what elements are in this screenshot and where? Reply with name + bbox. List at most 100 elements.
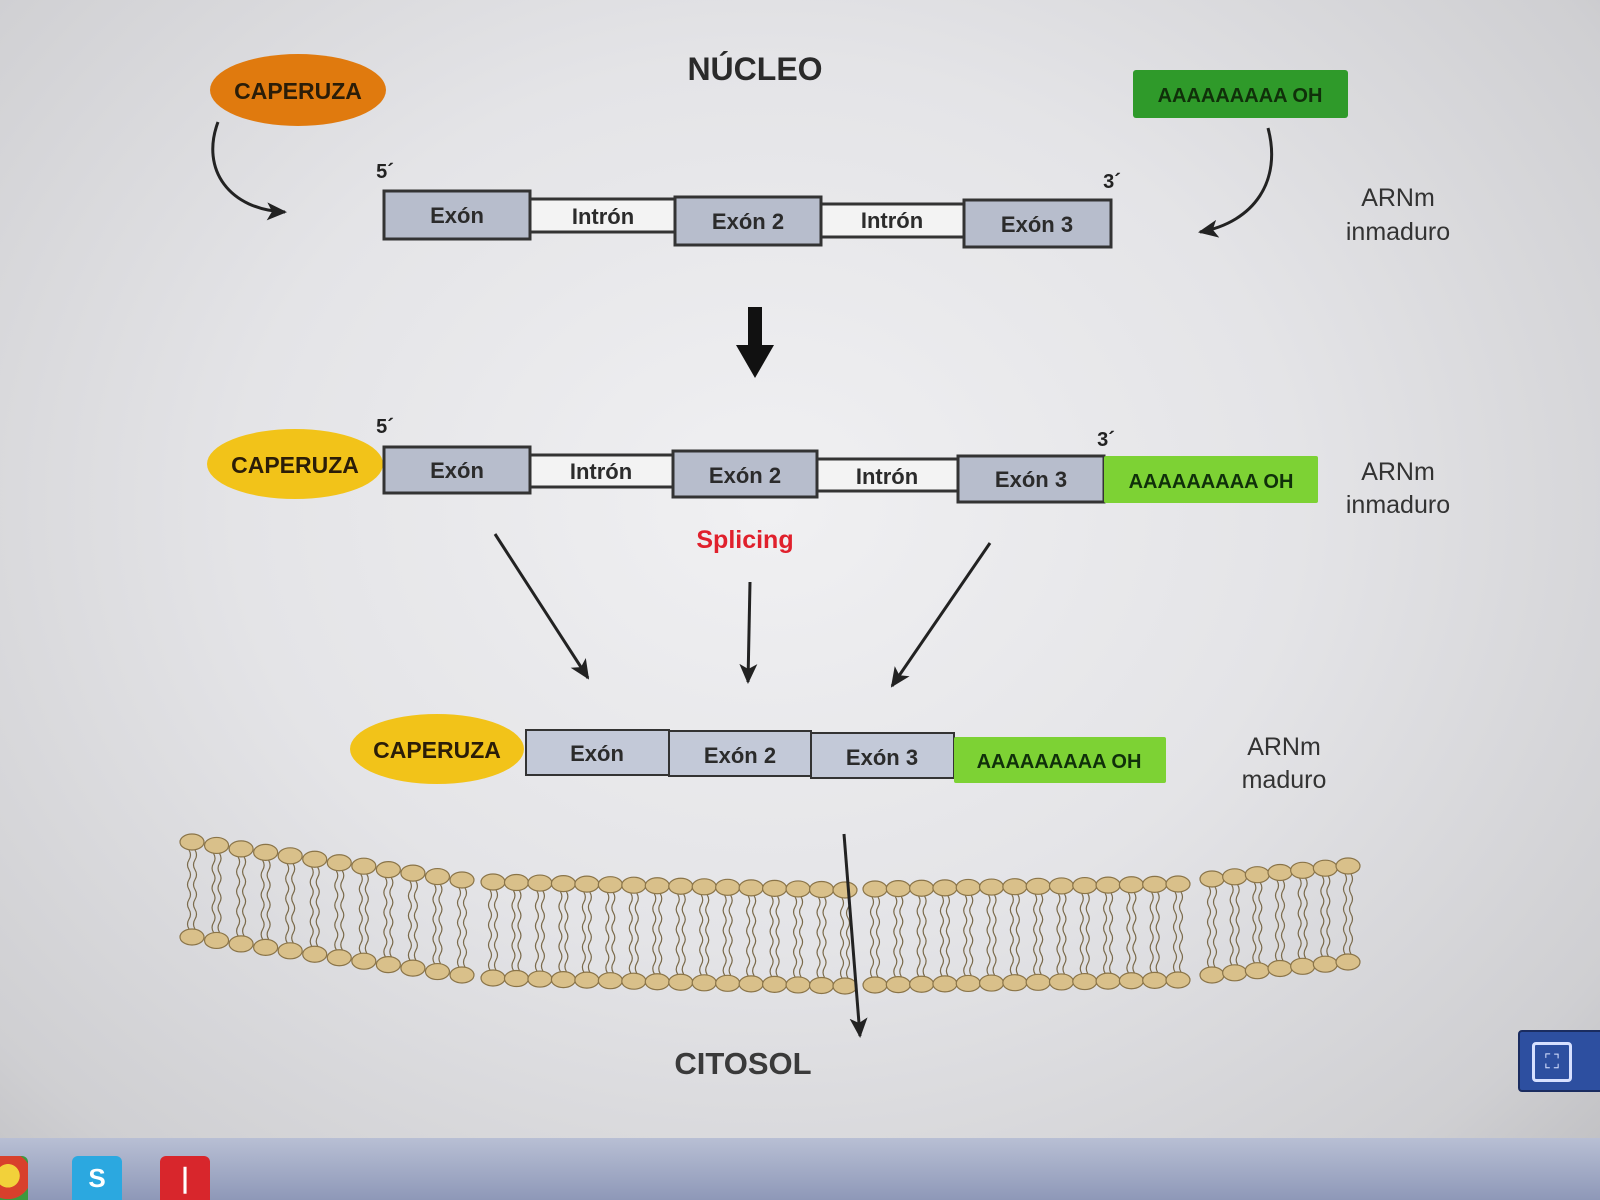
lipid-head (1118, 876, 1144, 894)
lipid-head (862, 976, 888, 994)
lipid-head (1142, 971, 1168, 989)
splice-arrow-left (493, 533, 590, 680)
cap-label-stage1: CAPERUZA (234, 78, 362, 104)
polya-label-stage3: AAAAAAAAA OH (977, 751, 1142, 773)
lipid-head (400, 959, 426, 977)
three-prime-stage2: 3´ (1097, 429, 1115, 451)
splicing-label: Splicing (696, 526, 793, 554)
exon2-label-stage3: Exón 2 (704, 743, 776, 768)
lipid-head (203, 931, 230, 950)
polya-label-stage1: AAAAAAAAA OH (1158, 85, 1323, 107)
lipid-head (885, 880, 911, 898)
lipid-head (375, 956, 401, 974)
lipid-head (1222, 868, 1248, 886)
polya-label-stage2: AAAAAAAAA OH (1129, 471, 1294, 493)
exon3-stage3 (810, 732, 955, 779)
five-prime-stage1: 5´ (376, 161, 394, 183)
lipid-head (832, 881, 858, 899)
exon1-label-stage2: Exón (430, 458, 484, 483)
lipid-head (1095, 972, 1121, 990)
lipid-head (503, 969, 530, 988)
lipid-head (644, 877, 670, 895)
lipid-head (1312, 859, 1338, 877)
stage2-group: 5´ 3´ CAPERUZA Exón Intrón Exón 2 Intrón… (207, 416, 1450, 519)
lipid-head (424, 867, 451, 886)
exon3-stage1 (962, 198, 1113, 249)
acrobat-icon[interactable]: ❘ (160, 1156, 210, 1200)
exon2-stage3 (668, 730, 812, 777)
lipid-head (1199, 966, 1225, 984)
exon1-label-stage3: Exón (570, 741, 624, 766)
membrane-segment (179, 833, 475, 984)
lipid-head (885, 976, 911, 994)
intron1-label-stage1: Intrón (572, 204, 634, 229)
lipid-head (326, 854, 352, 872)
membrane-segment (1199, 857, 1361, 984)
exon1-label-stage1: Exón (430, 203, 484, 228)
lipid-head (597, 972, 623, 990)
lipid-head (621, 876, 647, 894)
exon1-stage3 (525, 729, 670, 776)
lipid-head (228, 840, 254, 858)
exon3-label-stage2: Exón 3 (995, 467, 1067, 492)
lipid-head (179, 833, 205, 851)
lipid-head (527, 874, 553, 892)
lipid-head (351, 952, 377, 970)
chrome-icon[interactable] (0, 1156, 28, 1200)
membrane-segment (862, 875, 1191, 994)
export-arrow (842, 833, 868, 1038)
lipid-head (1072, 972, 1098, 991)
lipid-head (326, 949, 352, 967)
lipid-head (761, 975, 788, 994)
stage1-label-line1: ARNm (1361, 184, 1435, 212)
lipid-head (715, 974, 741, 992)
lipid-head (1002, 974, 1028, 992)
cap-label-stage3: CAPERUZA (373, 737, 501, 763)
lipid-head (1048, 877, 1075, 895)
lipid-head (1165, 971, 1191, 989)
lipid-head (480, 873, 506, 891)
lipid-head (785, 880, 811, 898)
lipid-head (1072, 876, 1098, 895)
lipid-head (1335, 953, 1361, 971)
exon2-label-stage1: Exón 2 (712, 209, 784, 234)
intron1-label-stage2: Intrón (570, 459, 632, 484)
lipid-head (302, 945, 328, 963)
exon3-label-stage3: Exón 3 (846, 745, 918, 770)
lipid-head (277, 942, 303, 960)
lipid-head (1244, 866, 1270, 884)
screen-fit-widget[interactable]: ⛶ (1518, 1030, 1600, 1092)
lipid-head (932, 879, 958, 897)
lipid-head (1335, 857, 1361, 875)
lipid-head (1095, 876, 1121, 894)
intron2-label-stage2: Intrón (856, 464, 918, 489)
skype-icon[interactable]: S (72, 1156, 122, 1200)
lipid-head (574, 971, 600, 989)
lipid-head (715, 878, 741, 896)
lipid-head (832, 977, 858, 995)
lipid-head (351, 857, 377, 875)
lipid-head (1267, 959, 1293, 978)
lipid-head (761, 879, 788, 898)
lipid-head (955, 974, 981, 993)
intron2-label-stage1: Intrón (861, 208, 923, 233)
exon2-stage1 (673, 195, 823, 247)
polya-box-stage2 (1104, 456, 1318, 503)
intron2-stage1 (819, 202, 966, 239)
cytosol-label: CITOSOL (674, 1046, 811, 1081)
lipid-head (1199, 870, 1225, 888)
lipid-head (375, 861, 401, 879)
lipid-head (480, 969, 506, 987)
stage2-label-line2: inmaduro (1346, 491, 1450, 519)
fit-screen-icon[interactable]: ⛶ (1532, 1042, 1572, 1082)
lipid-head (808, 880, 835, 899)
lipid-head (691, 974, 717, 992)
lipid-head (253, 843, 279, 861)
membrane-segment (480, 873, 858, 995)
lipid-head (1244, 962, 1270, 980)
lipid-head (909, 879, 935, 897)
intron1-stage2 (528, 453, 675, 489)
lipid-head (1267, 863, 1293, 882)
